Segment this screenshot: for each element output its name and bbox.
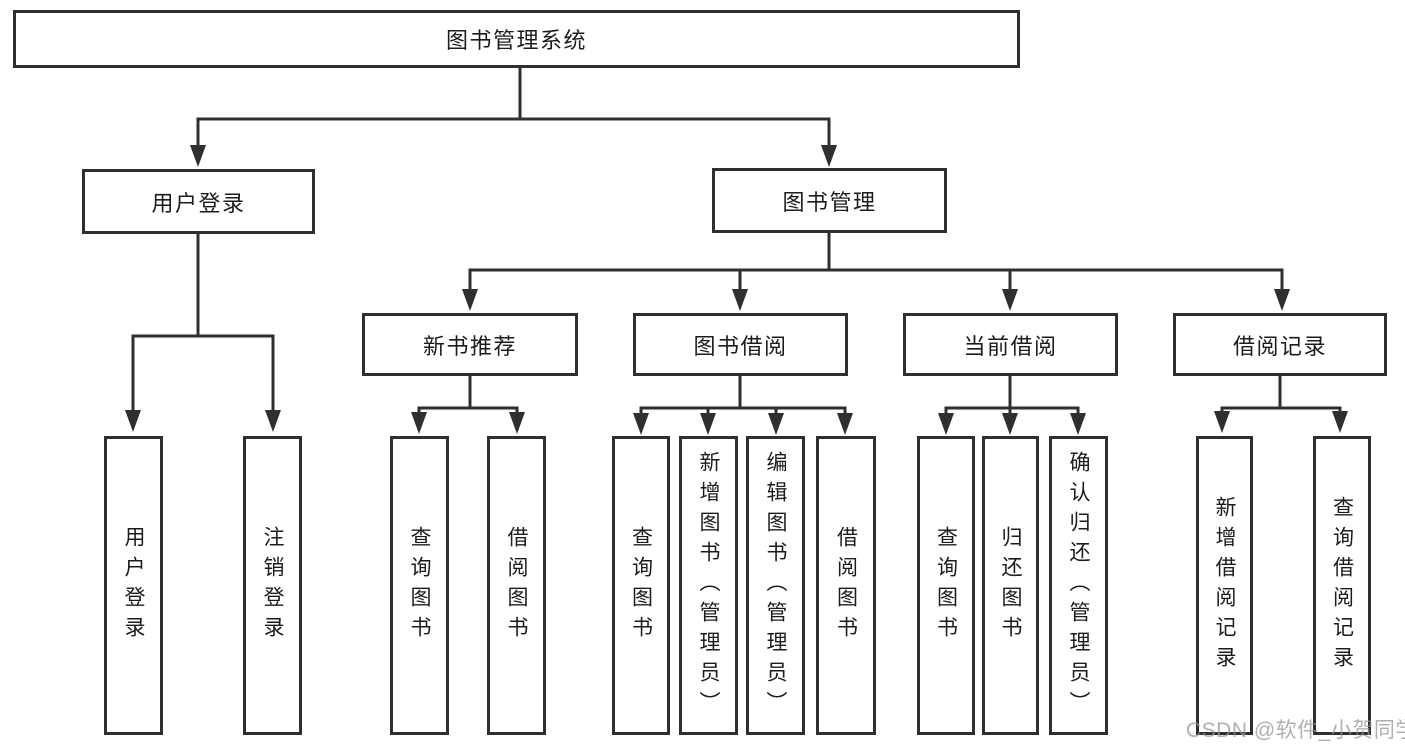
node-root: 图书管理系统 (13, 10, 1020, 68)
leaf-borrow-books-1: 借阅图书 (487, 436, 546, 735)
node-book-management: 图书管理 (712, 168, 947, 233)
leaf-logout: 注销登录 (243, 436, 302, 735)
leaf-edit-book-admin: 编辑图书（管理员） (746, 436, 805, 735)
node-new-book-recommend: 新书推荐 (362, 313, 578, 376)
leaf-query-books-2: 查询图书 (612, 436, 670, 735)
leaf-query-books-3: 查询图书 (917, 436, 975, 735)
leaf-add-borrow-record: 新增借阅记录 (1196, 436, 1253, 735)
node-user-login-branch: 用户登录 (82, 169, 315, 234)
leaf-borrow-books-2: 借阅图书 (816, 436, 876, 735)
leaf-query-borrow-record: 查询借阅记录 (1313, 436, 1371, 735)
node-borrow-records: 借阅记录 (1173, 313, 1387, 376)
leaf-return-book: 归还图书 (982, 436, 1039, 735)
csdn-watermark: CSDN @软件_小贺同学 (1186, 719, 1405, 742)
leaf-add-book-admin: 新增图书（管理员） (679, 436, 738, 735)
leaf-confirm-return-admin: 确认归还（管理员） (1049, 436, 1108, 735)
node-book-borrow: 图书借阅 (633, 313, 848, 376)
leaf-user-login: 用户登录 (104, 436, 163, 735)
node-current-borrow: 当前借阅 (903, 313, 1118, 376)
leaf-query-books-1: 查询图书 (390, 436, 449, 735)
